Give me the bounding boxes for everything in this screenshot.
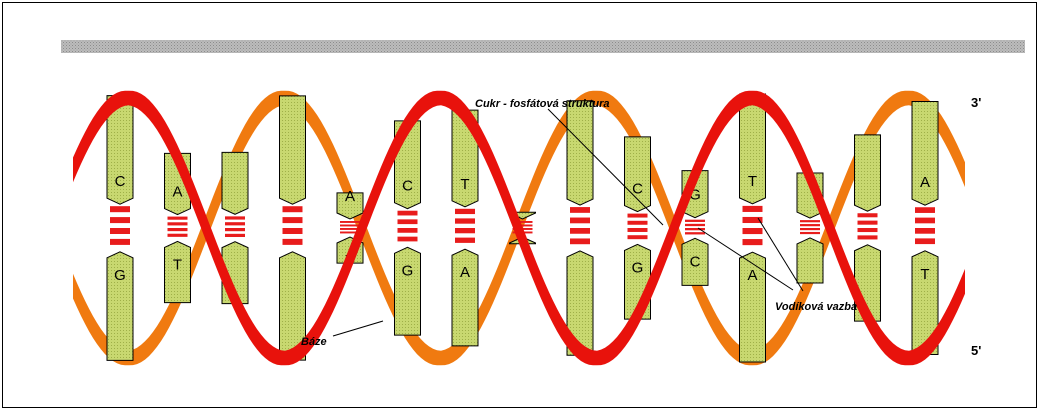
hydrogen-bond-stripe: [685, 232, 705, 234]
base-pair: CG: [395, 121, 421, 335]
hydrogen-bond-stripe: [628, 235, 648, 239]
base-block-bottom: [797, 238, 823, 283]
base-letter-bottom: T: [173, 256, 182, 273]
hydrogen-bond-stripe: [398, 237, 418, 242]
hydrogen-bond-stripe: [800, 232, 820, 234]
base-block-bottom: [395, 247, 421, 335]
hydrogen-bond-stripe: [283, 217, 303, 223]
hydrogen-bond-stripe: [743, 239, 763, 245]
hydrogen-bond-stripe: [915, 238, 935, 244]
hydrogen-bond-stripe: [283, 206, 303, 212]
hydrogen-bond-stripe: [168, 234, 188, 237]
hydrogen-bond-stripe: [685, 224, 705, 226]
backbone-label: Cukr - fosfátová struktura: [475, 98, 609, 110]
base-block-top: [567, 101, 593, 205]
end-label-3prime: 3': [971, 95, 981, 110]
base-pair: [567, 101, 593, 356]
header-bar: [61, 40, 1025, 53]
hydrogen-bond-stripe: [743, 206, 763, 212]
hydrogen-bond-stripe: [168, 222, 188, 225]
hydrogen-bond-stripe: [743, 228, 763, 234]
base-block-top: [625, 137, 651, 212]
base-pointer-line: [333, 321, 383, 336]
hbond-label: Vodíková vazba: [775, 301, 857, 313]
strand-front-ribbon: [73, 91, 965, 366]
base-pair: TA: [452, 110, 478, 346]
hydrogen-bond-stripe: [283, 239, 303, 245]
base-letter-top: A: [172, 184, 182, 201]
base-letter-bottom: G: [402, 262, 414, 279]
base-block-top: [855, 135, 881, 211]
hydrogen-bond-stripe: [915, 228, 935, 234]
hydrogen-bond-stripe: [283, 228, 303, 234]
base-letter-bottom: G: [632, 259, 644, 276]
hydrogen-bond-stripe: [455, 228, 475, 233]
base-letter-top: A: [345, 188, 355, 205]
base-pair: CG: [107, 96, 133, 361]
hydrogen-bond-stripe: [800, 220, 820, 222]
base-pair: [280, 96, 306, 360]
base-letter-top: A: [920, 174, 930, 191]
hydrogen-bond-stripe: [628, 221, 648, 225]
hydrogen-bond-stripe: [398, 211, 418, 216]
hydrogen-bond-stripe: [915, 218, 935, 224]
base-letter-top: T: [460, 176, 469, 193]
hydrogen-bond-stripe: [340, 225, 360, 227]
hydrogen-bond-stripe: [398, 228, 418, 233]
hydrogen-bond-stripe: [340, 221, 360, 223]
dna-diagram: CGATATCGTACGGCTAAT Cukr - fosfátová stru…: [3, 3, 1038, 409]
base-letter-bottom: A: [747, 267, 757, 284]
backbone-strand-front: [73, 91, 965, 366]
base-block-top: [280, 96, 306, 204]
base-pair: TA: [740, 94, 766, 362]
base-letter-top: C: [115, 173, 126, 190]
base-letter-top: C: [402, 178, 413, 195]
hydrogen-bond-stripe: [628, 228, 648, 232]
hydrogen-bond-stripe: [685, 220, 705, 222]
base-letter-bottom: T: [920, 266, 929, 283]
base-label: Báze: [301, 336, 327, 348]
base-letter-bottom: G: [114, 267, 126, 284]
hydrogen-bond-stripe: [110, 217, 130, 223]
hydrogen-bond-stripe: [858, 213, 878, 217]
hydrogen-bond-stripe: [225, 216, 245, 219]
hydrogen-bond-stripe: [168, 228, 188, 231]
hydrogen-bond-stripe: [685, 228, 705, 230]
hydrogen-bond-stripe: [110, 239, 130, 245]
hydrogen-bond-stripe: [455, 218, 475, 223]
hydrogen-bond-stripe: [628, 214, 648, 218]
hydrogen-bond-stripe: [168, 217, 188, 220]
hydrogen-bond-stripe: [858, 228, 878, 232]
end-label-5prime: 5': [971, 343, 981, 358]
base-block-top: [222, 152, 248, 214]
base-letter-top: T: [748, 173, 757, 190]
hydrogen-bond-stripe: [570, 228, 590, 234]
base-pair: AT: [912, 102, 938, 355]
hydrogen-bond-stripe: [225, 234, 245, 237]
hydrogen-bond-stripe: [110, 206, 130, 212]
diagram-frame: CGATATCGTACGGCTAAT Cukr - fosfátová stru…: [2, 2, 1037, 408]
hydrogen-bond-stripe: [800, 228, 820, 230]
hydrogen-bond-stripe: [915, 207, 935, 213]
hydrogen-bond-stripe: [455, 238, 475, 243]
hydrogen-bond-stripe: [225, 228, 245, 231]
hydrogen-bond-stripe: [800, 224, 820, 226]
hydrogen-bond-stripe: [858, 221, 878, 225]
hydrogen-bond-stripe: [570, 207, 590, 213]
hydrogen-bond-stripe: [225, 222, 245, 225]
hydrogen-bond-stripe: [858, 235, 878, 239]
base-letter-bottom: A: [460, 264, 470, 281]
hydrogen-bond-stripe: [570, 218, 590, 224]
hydrogen-bond-stripe: [110, 228, 130, 234]
hydrogen-bond-stripe: [455, 209, 475, 214]
base-letter-bottom: C: [690, 253, 701, 270]
hydrogen-bond-stripe: [570, 238, 590, 244]
hydrogen-bond-stripe: [398, 219, 418, 224]
